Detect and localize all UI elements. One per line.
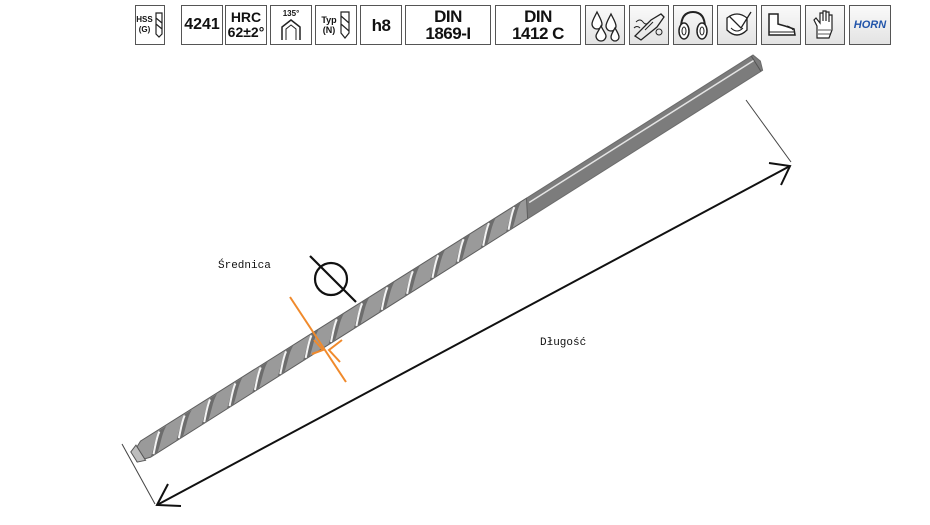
flute-highlight bbox=[279, 350, 288, 375]
coolant-drops-icon bbox=[591, 10, 620, 42]
face-protection-icon bbox=[726, 11, 752, 36]
flute-highlight bbox=[304, 334, 313, 359]
length-dimension bbox=[121, 99, 792, 507]
hss-line1: HSS bbox=[136, 15, 153, 24]
tolerance-badge: h8 bbox=[360, 5, 402, 45]
flute-highlight bbox=[330, 318, 338, 343]
flute-highlight bbox=[228, 383, 237, 407]
safety-shoe-badge bbox=[761, 5, 801, 45]
chip-machining-icon bbox=[633, 13, 665, 41]
drill-outline-icon bbox=[155, 12, 163, 38]
tolerance: h8 bbox=[371, 15, 391, 35]
drill-bit bbox=[130, 54, 764, 463]
din2-line2: 1412 C bbox=[512, 24, 564, 43]
flute-highlight bbox=[456, 238, 465, 262]
type-line1: Typ bbox=[321, 15, 337, 25]
point-angle-icon bbox=[281, 19, 301, 40]
safety-glove-badge bbox=[805, 5, 845, 45]
diameter-marker bbox=[289, 296, 347, 383]
ear-protection-badge bbox=[673, 5, 713, 45]
length-dimension-line bbox=[156, 165, 791, 506]
flute-highlight bbox=[406, 270, 414, 295]
din1-line2: 1869-I bbox=[425, 24, 471, 43]
safety-glove-icon bbox=[813, 10, 833, 39]
flute-highlight bbox=[177, 415, 186, 439]
drill-flutes bbox=[150, 201, 522, 458]
ear-protection-icon bbox=[678, 10, 708, 40]
din-1869-badge: DIN 1869-I bbox=[405, 5, 491, 45]
horn-brand-badge: HORN bbox=[849, 5, 891, 45]
hrc-line2: 62±2° bbox=[227, 24, 265, 40]
flute-highlight bbox=[203, 399, 211, 423]
drill-type-badge: Typ (N) bbox=[315, 5, 357, 45]
din1-line1: DIN bbox=[434, 7, 462, 26]
type-line2: (N) bbox=[322, 25, 336, 35]
chip-machining-badge bbox=[629, 5, 669, 45]
diameter-symbol bbox=[309, 255, 357, 303]
flute-highlight bbox=[431, 254, 440, 279]
length-arrowhead-right bbox=[768, 162, 792, 186]
coolant-drops-badge bbox=[585, 5, 625, 45]
material-number-badge: 4241 bbox=[181, 5, 223, 45]
length-label: Długość bbox=[540, 337, 587, 349]
flute-highlight bbox=[380, 286, 389, 311]
hrc-line1: HRC bbox=[230, 9, 262, 25]
drill-type-icon bbox=[340, 11, 350, 39]
hrc-badge: HRC 62±2° bbox=[225, 5, 267, 45]
flute-highlight bbox=[355, 302, 364, 327]
diameter-label: Średnica bbox=[218, 260, 271, 272]
flute-highlight bbox=[482, 222, 490, 246]
din-1412-badge: DIN 1412 C bbox=[495, 5, 581, 45]
safety-shoe-icon bbox=[768, 13, 796, 36]
point-angle: 135° bbox=[282, 9, 300, 18]
drill-tip bbox=[130, 444, 147, 463]
hss-line2: (G) bbox=[138, 25, 151, 34]
face-protection-badge bbox=[717, 5, 757, 45]
brand-logo: HORN bbox=[853, 19, 887, 31]
length-arrowhead-left bbox=[155, 483, 182, 507]
flute-highlight bbox=[507, 206, 516, 230]
flute-highlight bbox=[152, 431, 161, 455]
material-number: 4241 bbox=[184, 16, 220, 33]
hss-badge: HSS (G) bbox=[135, 5, 165, 45]
din2-line1: DIN bbox=[524, 7, 552, 26]
drill-shank bbox=[517, 54, 764, 220]
point-angle-badge: 135° bbox=[270, 5, 312, 45]
flute-highlight bbox=[253, 367, 262, 391]
